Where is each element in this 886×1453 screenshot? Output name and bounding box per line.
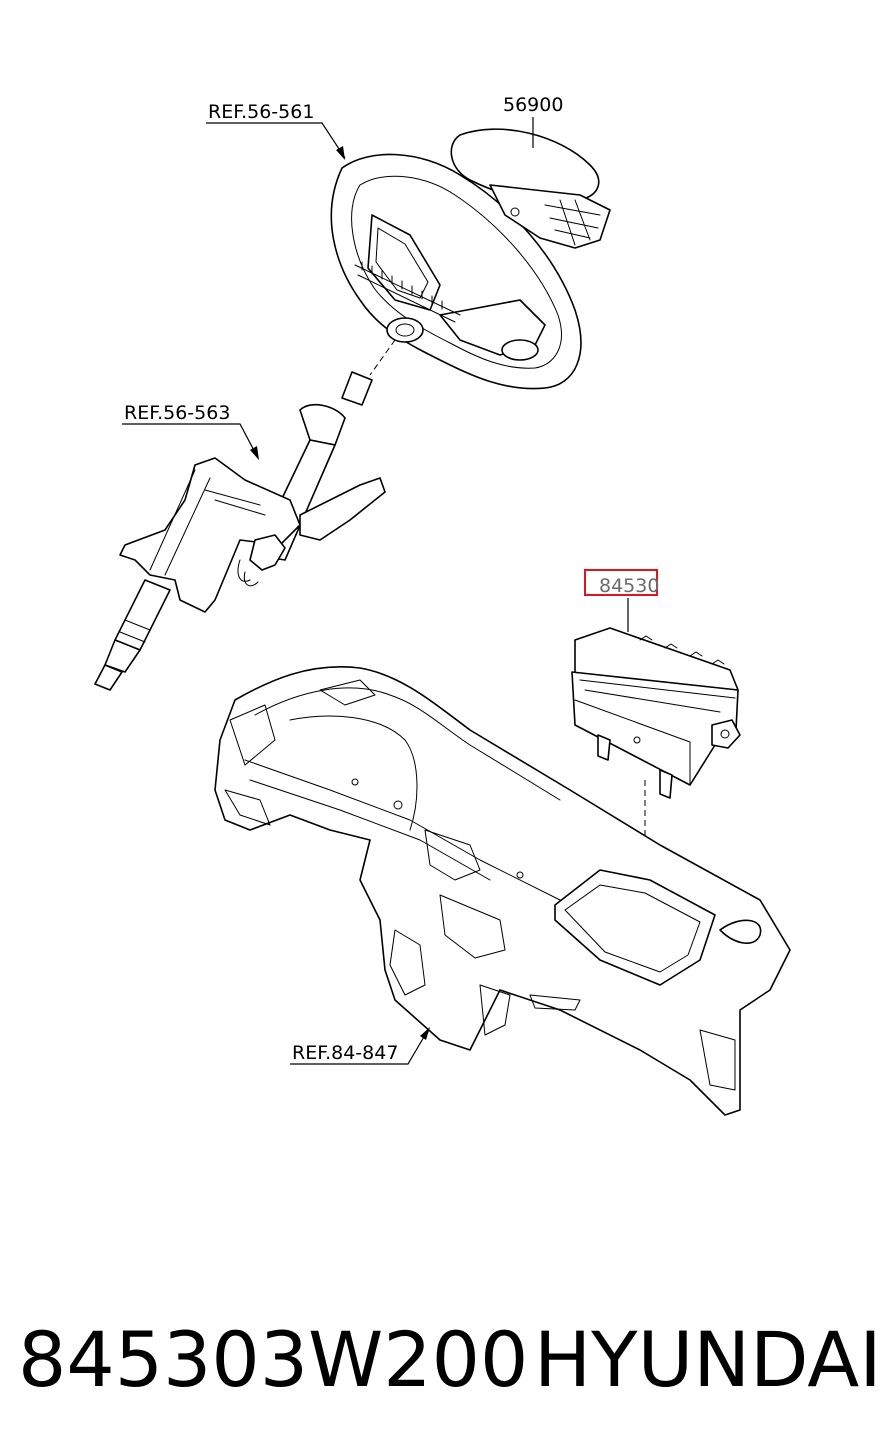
- steering-column-drawing: [94, 339, 396, 691]
- callout-ref-column: REF.56-563: [124, 402, 230, 424]
- leader-ref-crash-pad: [290, 1029, 429, 1065]
- airbag-module-drawing: [571, 627, 741, 920]
- callout-airbag: 84530: [599, 575, 659, 597]
- leader-ref-wheel: [206, 122, 346, 159]
- brand-name: HYUNDAI: [534, 1315, 882, 1404]
- caption-bar: 845303W200 HYUNDAI: [0, 1295, 886, 1425]
- part-number: 845303W200: [18, 1315, 529, 1404]
- callout-ref-crash-pad: REF.84-847: [292, 1042, 398, 1064]
- arrow-ref-wheel-icon: [336, 146, 345, 160]
- callout-horn-pad: 56900: [503, 94, 563, 116]
- callout-ref-wheel: REF.56-561: [208, 101, 314, 123]
- arrow-ref-crash-pad-icon: [420, 1027, 430, 1040]
- horn-pad-drawing: [450, 128, 611, 249]
- leader-ref-column: [122, 423, 259, 459]
- steering-wheel-drawing: [330, 153, 582, 390]
- arrow-ref-column-icon: [250, 446, 259, 460]
- airbag-highlight-box: [584, 569, 658, 596]
- crash-pad-drawing: [214, 666, 791, 1116]
